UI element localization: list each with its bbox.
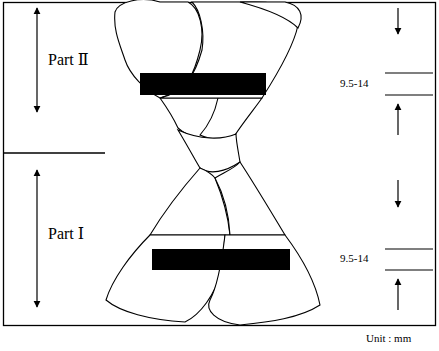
specimen-bar	[152, 249, 290, 270]
dimension-label: 9.5-14	[340, 78, 368, 89]
dimension-marks	[385, 8, 433, 310]
part-name: Part Ⅰ	[48, 226, 84, 242]
specimen-bar	[140, 73, 266, 95]
dimension-label: 9.5-14	[340, 253, 368, 264]
part-extent-arrow	[36, 8, 37, 112]
weld-passes	[106, 0, 320, 325]
part-name: Part Ⅱ	[48, 52, 89, 68]
unit-note: Unit : mm	[366, 333, 411, 344]
plate-outline	[4, 3, 436, 326]
part-extent-arrow	[36, 170, 37, 307]
part-divider	[3, 152, 105, 153]
